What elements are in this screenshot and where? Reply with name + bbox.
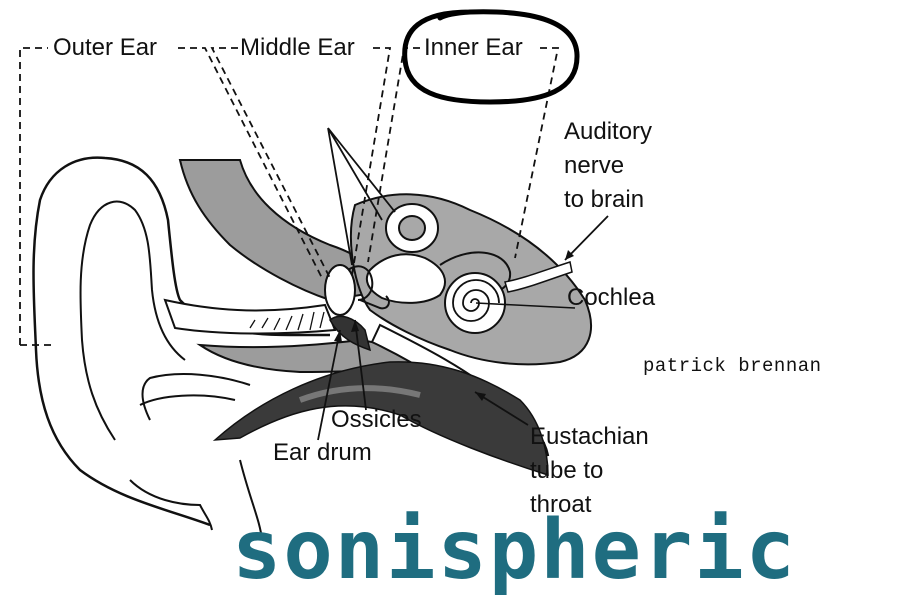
cochlea-outer (444, 272, 506, 334)
auditory-nerve-line-2: nerve (564, 152, 625, 179)
pinna-outline (32, 156, 330, 527)
label-eustachian-tube: Eustachian tube to throat (529, 420, 650, 522)
brand-wordmark: sonispheric (232, 503, 798, 598)
label-ear-drum: Ear drum (273, 439, 372, 466)
ossicles-arrow (354, 319, 367, 411)
pinna-lower-fold (141, 373, 251, 421)
label-ossicles: Ossicles (331, 406, 422, 433)
cochlea-pointer (475, 302, 576, 309)
throat-highlight (298, 385, 421, 403)
inner-ear-leader-right (514, 47, 560, 259)
auditory-nerve-line-3: to brain (564, 186, 645, 213)
author-credit: patrick brennan (643, 355, 822, 377)
label-outer-ear: Outer Ear (52, 33, 159, 63)
eustachian-arrowhead (475, 392, 486, 401)
label-cochlea: Cochlea (567, 284, 656, 311)
vestibule (365, 253, 446, 304)
ossicle-pointers (327, 127, 396, 266)
ossicles (347, 265, 390, 310)
auditory-nerve-arrow (564, 215, 609, 261)
label-inner-ear: Inner Ear (424, 34, 523, 61)
outer-ear-bracket (19, 47, 48, 345)
neck-outline (139, 394, 263, 541)
semicircular-canal-inner (398, 215, 426, 241)
auditory-nerve-arrowhead (565, 250, 574, 260)
eardrum-arrowhead (334, 330, 342, 342)
label-middle-ear: Middle Ear (239, 33, 356, 63)
eardrum (324, 264, 356, 316)
label-auditory-nerve: Auditory nerve to brain (563, 115, 653, 217)
eustachian-line-2: tube to (530, 457, 604, 484)
middle-ear-leader-left (210, 47, 331, 279)
eustachian-line-3: throat (530, 491, 592, 518)
auditory-nerve (504, 261, 573, 293)
middle-ear-leader-right (351, 47, 392, 276)
auditory-nerve-line-1: Auditory (564, 118, 653, 145)
eardrum-arrow (317, 329, 341, 441)
earlobe-outline (129, 479, 213, 531)
ear-canal (163, 298, 337, 335)
inner-ear-circle-annotation (402, 9, 580, 105)
ossicle-dark (329, 315, 372, 352)
ossicles-arrowhead (351, 320, 359, 332)
pinna-inner-fold (79, 200, 186, 441)
eustachian-line-1: Eustachian (530, 423, 649, 450)
throat (212, 361, 549, 477)
outer-ear-leader-right (178, 47, 323, 279)
canal-hair (249, 311, 325, 331)
